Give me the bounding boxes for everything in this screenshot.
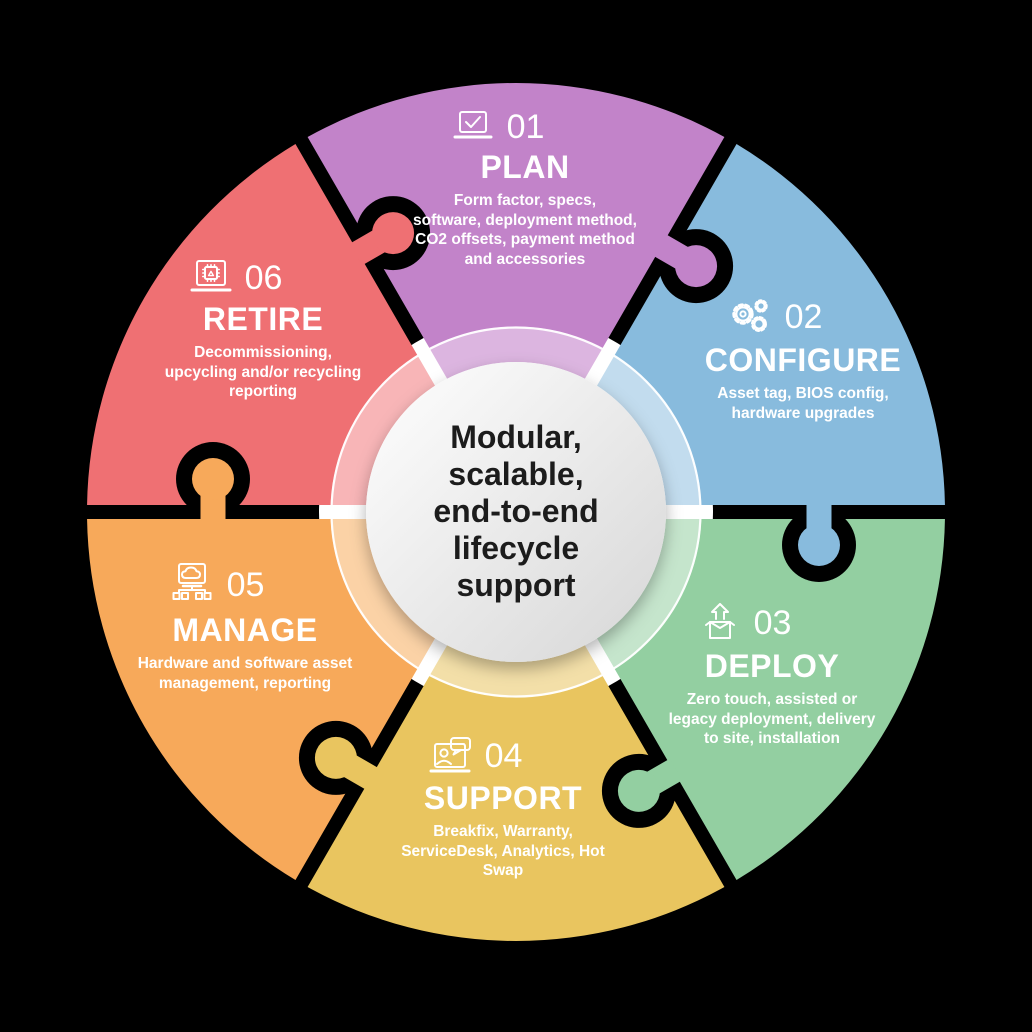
- segment-number: 03: [753, 604, 792, 642]
- segment-manage: 05 MANAGE Hardware and software asset ma…: [75, 563, 415, 693]
- segment-description: Asset tag, BIOS config, hardware upgrade…: [717, 385, 889, 422]
- puzzle-piece-inner-support: [429, 645, 603, 698]
- puzzle-piece-inner-manage: [330, 519, 436, 670]
- segment-description: Decommissioning, upcycling and/or recycl…: [164, 344, 362, 400]
- puzzle-piece-inner-retire: [330, 354, 436, 505]
- puzzle-tab-manage: [192, 458, 234, 500]
- segment-number: 05: [226, 566, 265, 604]
- center-line: Modular,: [450, 419, 582, 455]
- recycle-laptop-icon: [190, 260, 232, 292]
- center-line: end-to-end: [433, 493, 599, 529]
- center-message: Modular, scalable, end-to-end lifecycle …: [346, 419, 686, 604]
- segment-number: 04: [484, 737, 523, 775]
- puzzle-piece-plan: [307, 83, 725, 350]
- segment-title: MANAGE: [172, 612, 318, 648]
- center-line: support: [456, 567, 576, 603]
- segment-deploy: 03 DEPLOY Zero touch, assisted or legacy…: [602, 603, 942, 749]
- puzzle-tab-configure: [798, 524, 840, 566]
- segment-description: Breakfix, Warranty, ServiceDesk, Analyti…: [401, 823, 605, 879]
- puzzle-tab-retire: [372, 212, 415, 255]
- helpdesk-laptop-icon: [429, 737, 471, 773]
- unbox-arrow-icon: [704, 603, 735, 639]
- segment-title: RETIRE: [202, 301, 324, 337]
- segment-title: CONFIGURE: [704, 342, 902, 378]
- segment-description: Hardware and software asset management, …: [137, 655, 353, 692]
- puzzle-piece-inner-deploy: [596, 519, 702, 670]
- segment-configure: 02 CONFIGURE Asset tag, BIOS config, har…: [633, 297, 973, 423]
- puzzle-tab-deploy: [617, 769, 660, 812]
- puzzle-piece-inner-plan: [429, 326, 603, 379]
- puzzle-piece-retire: [87, 144, 419, 505]
- segment-retire: 06 RETIRE Decommissioning, upcycling and…: [93, 260, 433, 402]
- segment-title: DEPLOY: [704, 648, 840, 684]
- laptop-checklist-icon: [453, 111, 493, 139]
- puzzle-tab-plan: [675, 245, 718, 288]
- segment-number: 01: [506, 108, 545, 146]
- segment-plan: 01 PLAN Form factor, specs, software, de…: [355, 110, 695, 269]
- puzzle-piece-inner-configure: [596, 354, 702, 505]
- cloud-network-icon: [172, 563, 212, 600]
- segment-title: PLAN: [480, 149, 570, 185]
- center-line: scalable,: [448, 456, 584, 492]
- segment-number: 02: [784, 298, 823, 336]
- center-line: lifecycle: [452, 530, 580, 566]
- gears-icon: [731, 299, 768, 332]
- segment-description: Form factor, specs, software, deployment…: [413, 192, 637, 268]
- puzzle-tab-support: [314, 736, 357, 779]
- segment-number: 06: [244, 259, 283, 297]
- center-circle: [366, 362, 666, 662]
- inner-ring-line: [330, 326, 702, 698]
- puzzle-piece-deploy: [613, 519, 945, 880]
- segment-title: SUPPORT: [423, 780, 583, 816]
- segment-description: Zero touch, assisted or legacy deploymen…: [668, 691, 876, 747]
- puzzle-piece-support: [307, 674, 725, 942]
- segment-support: 04 SUPPORT Breakfix, Warranty, ServiceDe…: [333, 737, 673, 881]
